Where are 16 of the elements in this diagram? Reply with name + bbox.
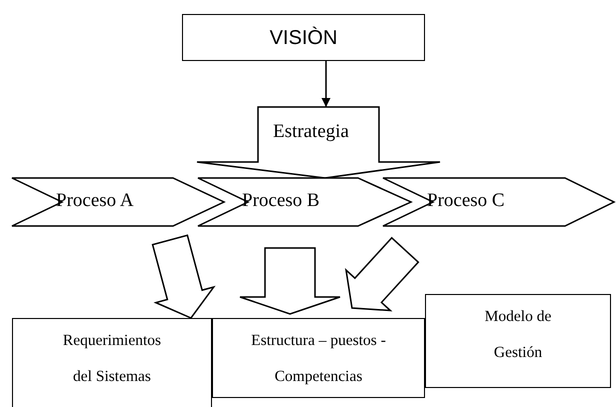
shape-text: Estrategia [273, 120, 349, 144]
arrow [322, 61, 330, 107]
box-text: Modelo de Gestión [484, 307, 552, 363]
shape-text: Proceso A [56, 189, 134, 213]
process-box [182, 14, 425, 61]
block-arrow [344, 236, 420, 312]
process-box [212, 318, 425, 398]
block-arrow [239, 247, 341, 315]
box-text: Estructura – puestos - Competencias [250, 331, 386, 387]
process-box [12, 318, 212, 407]
process-box [425, 294, 611, 388]
shape-text: Proceso C [427, 189, 505, 213]
block-arrow [152, 234, 216, 319]
shape-text: Proceso B [242, 189, 320, 213]
box-text: VISIÒN [270, 26, 338, 50]
box-text: Requerimientos del Sistemas [62, 331, 162, 387]
